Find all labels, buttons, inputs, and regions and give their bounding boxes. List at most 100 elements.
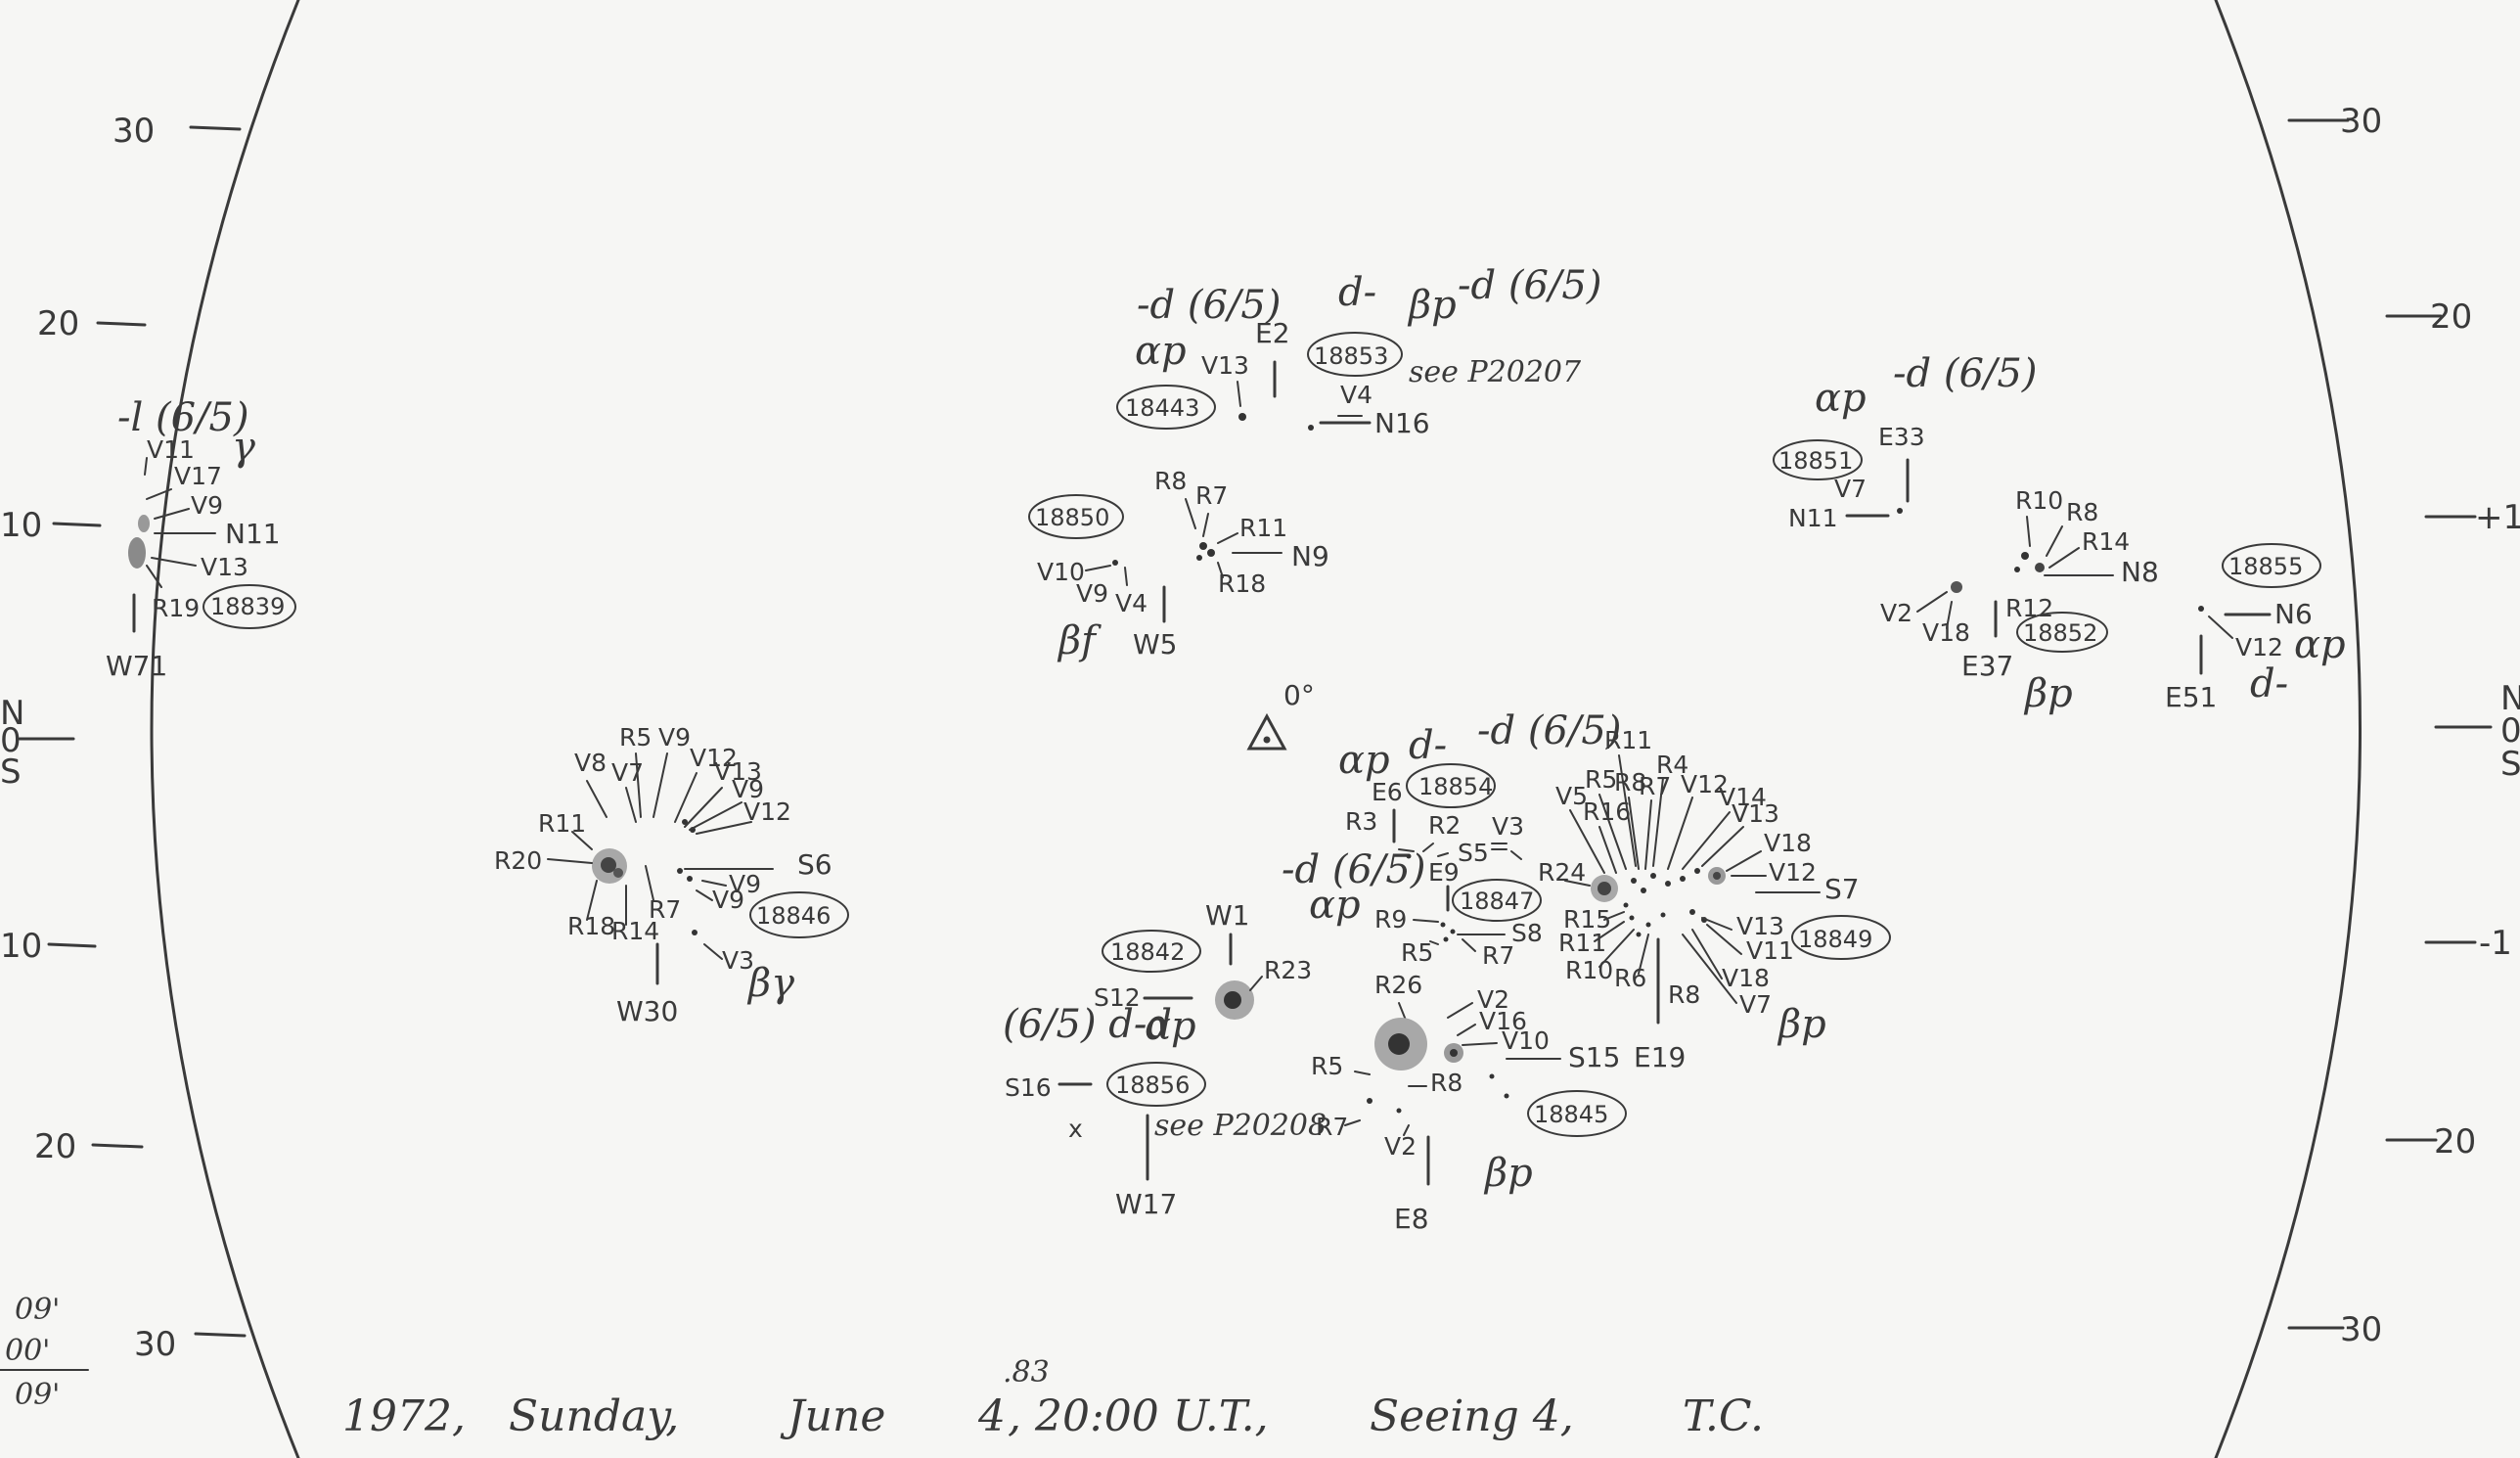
spot-label: R7 [1316,1113,1348,1141]
spot-label: R14 [611,917,659,945]
right-tick-label: 30 [2340,102,2382,141]
left-tick-label: 20 [34,1127,76,1166]
group-position: E19 [1634,1041,1686,1073]
center-mark-label: 0° [1283,679,1315,711]
group-position: W1 [1205,899,1250,932]
group-note: -d (6/5) [1282,847,1425,892]
footer-day: Sunday, [509,1391,679,1441]
spot-label: R10 [2015,486,2063,515]
group-class: βp [1777,1002,1826,1047]
spot-label: R23 [1264,956,1312,984]
spot-label: V3 [1492,812,1524,841]
group-position: W17 [1115,1188,1177,1220]
left-tick-label: 30 [112,112,155,151]
stray-mark: x [1068,1115,1083,1143]
left-edge-label: S [0,752,22,792]
left-latitude-scale: 30 20 10 10 20 30 N 0 S [0,112,247,1364]
region-number: 18854 [1418,773,1493,800]
spot-label: V2 [1384,1132,1417,1161]
left-edge-label: 0 [0,721,22,760]
group-18855: 18855 N6 V12 αp E51 d- [2165,543,2346,713]
spot-label: R18 [1218,570,1266,598]
spot-label: V13 [1201,351,1249,380]
spot-label: V13 [1736,912,1784,940]
spot-label: R11 [1558,929,1606,957]
group-note-2: -d (6/5) [1458,263,1601,308]
left-edge-label: N [0,694,24,733]
spot-label: V18 [1722,964,1770,992]
group-18842: W1 18842 R23 S12 [1094,899,1312,1020]
group-note: -d (6/5) [1893,351,2037,396]
spot-label: R8 [2066,498,2098,526]
see-reference: see P20208 [1154,1109,1327,1143]
spot-label: V12 [2235,633,2283,661]
spot-label: S15 [1568,1041,1620,1073]
footer-date-day: 4 [977,1391,1006,1441]
group-18853: d- βp -d (6/5) E2 18853 see P20207 V4 N1… [1255,263,1601,439]
group-class: βp [2023,671,2073,716]
corner-notes: 09' 00' 09' [0,1293,89,1412]
group-18851: αp -d (6/5) E33 18851 V7 N11 [1773,351,2037,532]
group-position: E8 [1394,1203,1429,1235]
spot-label: V9 [732,775,764,803]
region-number: 18842 [1110,938,1185,966]
right-tick-label: 20 [2434,1122,2476,1162]
group-position: E33 [1878,423,1925,451]
group-18847: -d (6/5) αp E9 18847 R9 R5 S8 R7 [1282,847,1543,970]
spot-label: R15 [1563,905,1611,934]
spot-label: V9 [712,886,744,914]
spot-label: V10 [1037,558,1085,586]
region-number: 18847 [1460,888,1534,915]
spot-label: N11 [1788,504,1838,532]
solar-limb-right [2214,0,2362,1458]
spot-label: V5 [1555,782,1588,810]
region-number: 18853 [1314,342,1388,370]
spot-label: R20 [494,846,542,875]
right-latitude-scale: 30 20 +1 -1 20 30 N 0 S [2287,102,2520,1349]
spot-label: V10 [1502,1026,1550,1055]
spot-label: R11 [1604,726,1652,754]
group-position: E9 [1428,858,1460,887]
region-number: 18443 [1125,394,1199,422]
region-number: 18851 [1778,447,1853,475]
spot-label: V12 [690,744,738,772]
corner-note: 09' [15,1378,60,1412]
spot-label: N11 [225,518,281,550]
see-reference: see P20207 [1409,355,1582,389]
group-18850: 18850 R8 R7 R11 N9 R18 V10 V9 V4 βf W5 [1028,467,1329,663]
corner-note: 00' [5,1334,50,1368]
spot-label: V7 [1739,990,1772,1019]
spot-label: N9 [1291,540,1329,572]
spot-label: V14 [1719,783,1767,811]
region-number: 18852 [2023,619,2097,647]
group-18839: -l (6/5) γ V11 V17 V9 N11 V13 R19 18839 … [106,395,296,682]
spot-label: R5 [1585,765,1617,794]
group-class: γ [232,425,255,470]
footer-month: June [780,1391,885,1441]
spot-label: R5 [1311,1052,1343,1080]
spot-label: R19 [152,594,200,622]
spot-label: R26 [1374,971,1422,999]
spot-label: V4 [1115,589,1148,617]
spot-label: R7 [1482,941,1514,970]
right-edge-label: S [2500,745,2520,784]
group-position: W5 [1133,628,1178,661]
footer-observer: T.C. [1683,1391,1764,1441]
spot-label: R3 [1345,807,1377,836]
group-class: αp [2294,622,2346,667]
region-oval [202,584,296,629]
spot-label: R7 [1195,481,1228,510]
left-tick-label: 30 [134,1325,176,1364]
group-class: βf [1057,618,1102,663]
spot-label: S7 [1824,873,1860,905]
group-class: αp [1338,738,1390,783]
spot-label: V16 [1479,1007,1527,1035]
spot-label: V18 [1922,618,1970,647]
group-position: W71 [106,650,167,682]
group-position: E2 [1255,317,1290,349]
observation-footer: 1972, Sunday, June 4 .83 , 20:00 U.T., S… [342,1355,1764,1441]
group-class: αp [1815,376,1867,421]
spot-label: R2 [1428,811,1461,840]
group-18845: R26 V2 V16 V10 S15 R5 R8 R7 V2 18845 E8 … [1311,971,1627,1235]
